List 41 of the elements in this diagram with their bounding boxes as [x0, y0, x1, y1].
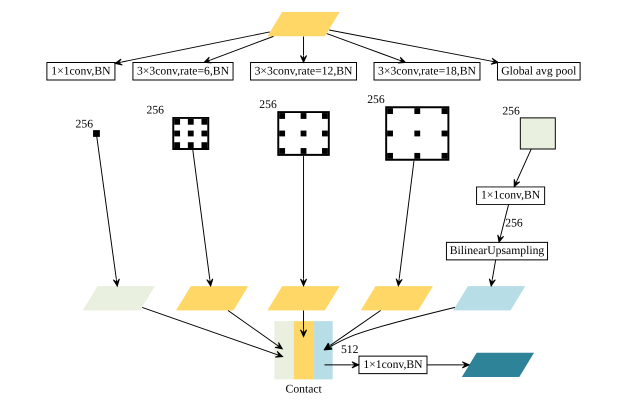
- arrow: [328, 30, 498, 65]
- node-box: 1×1conv,BN: [476, 186, 545, 205]
- node-label: 256: [366, 92, 384, 106]
- node-label: 256: [146, 104, 164, 117]
- node-box: BilinearUpsampling: [445, 242, 548, 260]
- arrow: [96, 136, 120, 287]
- node-label: 256: [258, 98, 276, 111]
- arrow: [114, 31, 270, 66]
- arrow: [192, 150, 213, 286]
- node-box: [519, 117, 556, 150]
- arrow: [326, 33, 406, 64]
- arrow: [513, 148, 532, 188]
- node-box: Global avg pool: [496, 62, 580, 80]
- node-parallelogram: [176, 286, 248, 310]
- node-parallelogram: [266, 12, 340, 36]
- node-label: Contact: [285, 382, 322, 396]
- node-box: 3×3conv,rate=12,BN: [250, 62, 356, 80]
- node-box: 1×1conv,BN: [46, 62, 115, 80]
- arrow: [395, 160, 414, 286]
- arrow: [227, 310, 282, 350]
- edge-label: 256: [504, 216, 522, 230]
- node-box: [92, 130, 100, 137]
- node-label: 256: [502, 104, 520, 118]
- node-parallelogram: [266, 286, 340, 310]
- node-parallelogram: [82, 286, 154, 310]
- node-label: 256: [75, 117, 93, 130]
- arrow: [426, 361, 470, 368]
- arrow: [324, 361, 359, 368]
- node-parallelogram: [452, 286, 525, 310]
- arrow: [496, 204, 509, 243]
- arrow: [300, 36, 307, 63]
- arrow: [203, 36, 274, 64]
- arrow: [141, 306, 283, 358]
- node-box: 3×3conv,rate=18,BN: [373, 62, 480, 80]
- node-parallelogram: [360, 286, 432, 310]
- node-label: 512: [340, 342, 358, 356]
- node-box: 1×1conv,BN: [358, 356, 427, 374]
- arrow: [300, 310, 307, 338]
- arrow: [300, 156, 307, 286]
- arrow: [488, 259, 496, 286]
- node-box: 3×3conv,rate=6,BN: [132, 62, 234, 80]
